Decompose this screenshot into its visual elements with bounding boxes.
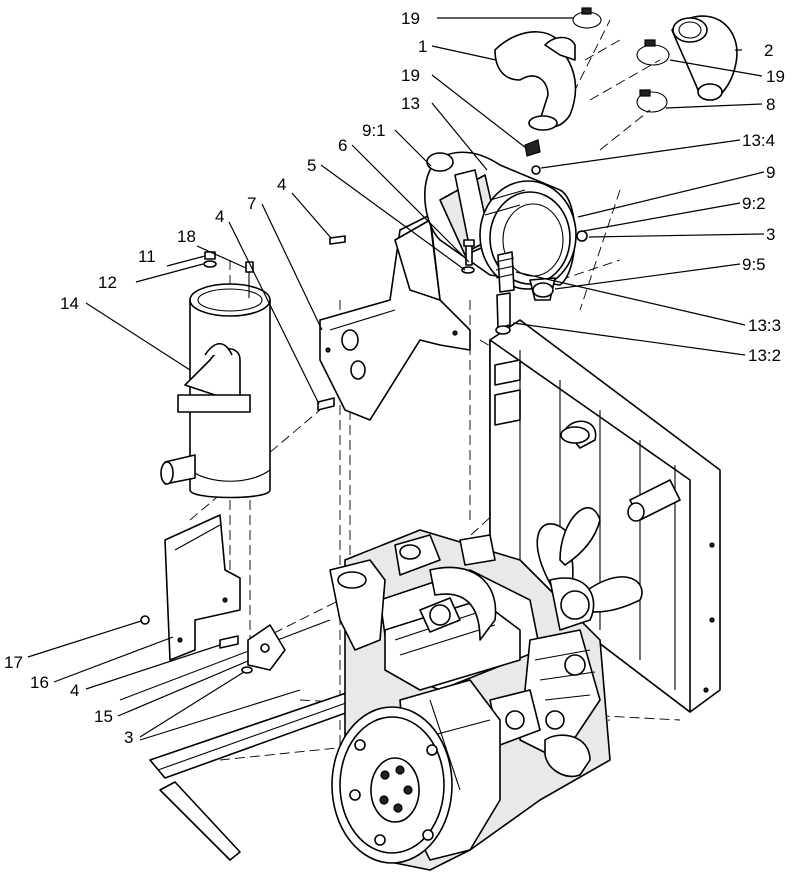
intake-elbow-hose xyxy=(494,31,577,131)
callout-8: 8 xyxy=(766,95,775,114)
callout-4-bracket: 4 xyxy=(277,175,286,194)
callout-15: 15 xyxy=(94,707,113,726)
muffler xyxy=(160,283,271,499)
callout-11: 11 xyxy=(138,247,156,266)
callout-18: 18 xyxy=(177,227,196,246)
callout-9-2: 9:2 xyxy=(742,194,766,213)
callout-labels: 19 1 19 13 9:1 6 5 4 7 4 18 11 12 14 2 1… xyxy=(4,9,785,747)
callout-1: 1 xyxy=(418,37,427,56)
callout-13: 13 xyxy=(401,94,420,113)
leader-lines xyxy=(27,17,765,738)
heat-shield xyxy=(164,514,241,661)
callout-17: 17 xyxy=(4,653,23,672)
mounting-bracket xyxy=(319,214,471,421)
frame-rail xyxy=(119,619,366,861)
callout-14: 14 xyxy=(60,294,79,313)
callout-19-mid: 19 xyxy=(401,66,420,85)
callout-2: 2 xyxy=(764,41,773,60)
callout-12: 12 xyxy=(98,273,117,292)
callout-4-lower-bracket: 4 xyxy=(215,207,224,226)
engine xyxy=(329,529,611,871)
callout-4-shield: 4 xyxy=(70,681,79,700)
callout-5: 5 xyxy=(307,156,316,175)
callout-19-right: 19 xyxy=(766,67,785,86)
callout-13-3: 13:3 xyxy=(748,316,781,335)
callout-13-2: 13:2 xyxy=(748,346,781,365)
outlet-hose xyxy=(671,15,738,101)
callout-9-5: 9:5 xyxy=(742,255,766,274)
callout-19-top: 19 xyxy=(401,9,420,28)
callout-6: 6 xyxy=(338,136,347,155)
callout-9: 9 xyxy=(766,163,775,182)
callout-3-lower: 3 xyxy=(124,728,133,747)
service-indicator xyxy=(495,251,515,335)
callout-16: 16 xyxy=(30,673,49,692)
callout-13-4: 13:4 xyxy=(742,131,775,150)
callout-9-1: 9:1 xyxy=(362,121,386,140)
callout-3-right: 3 xyxy=(766,225,775,244)
callout-7: 7 xyxy=(247,194,256,213)
hose-clamps xyxy=(524,7,670,157)
